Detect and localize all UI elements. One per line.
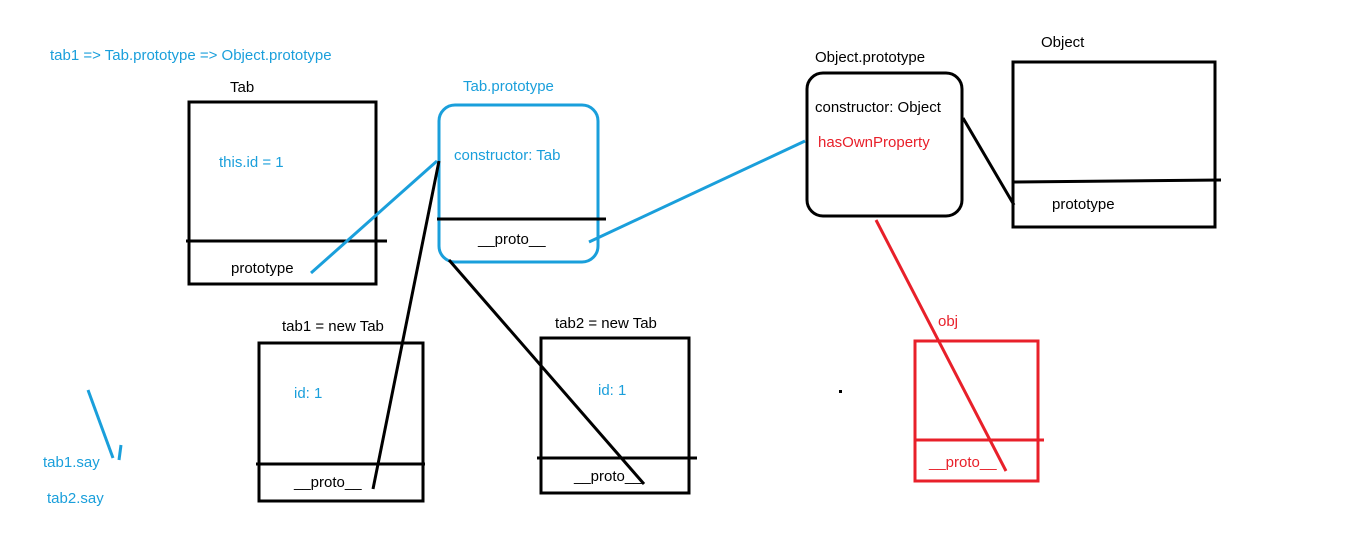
tab-prototype-content: constructor: Tab [454,147,561,164]
tab-box-footer: prototype [231,260,294,277]
tab2-box-footer: __proto__ [574,468,642,485]
tab2-proto-link [447,259,646,485]
tab1-box-frame [257,341,425,503]
obj-box-footer: __proto__ [929,454,997,471]
object-constructor-box [1011,60,1222,229]
tab-box-frame [187,100,378,286]
obj-box-title: obj [938,313,959,330]
object-box-title: Object [1041,34,1085,51]
side-note-tab1-say: tab1.say [43,454,100,471]
tab1-box-title: tab1 = new Tab [282,318,384,335]
object-prototype-content: constructor: Object [815,99,941,116]
tab2-box-title: tab2 = new Tab [555,315,657,332]
prototype-chain-note: tab1 => Tab.prototype => Object.prototyp… [50,47,332,64]
object-prototype-box [805,71,964,218]
tab-prototype-proto-link [588,139,806,244]
stray-dot [839,390,842,393]
object-box-divider [1012,178,1222,184]
side-note-tab2-say: tab2.say [47,490,104,507]
tab-constructor-box [186,100,387,286]
object-prototype-method: hasOwnProperty [818,134,930,151]
tab-prototype-footer: __proto__ [478,231,546,248]
blue-stroke-mark-2 [117,444,123,461]
tab1-instance-box [256,341,425,503]
object-prototype-link [961,117,1016,206]
obj-proto-link [874,219,1008,472]
tab1-box-footer: __proto__ [294,474,362,491]
tab-prototype-link-arrow [310,159,438,275]
object-prototype-title: Object.prototype [815,49,926,66]
object-prototype-frame [805,71,964,218]
tab1-proto-link [371,160,441,490]
tab2-instance-box [537,336,697,495]
object-box-footer: prototype [1052,196,1115,213]
blue-stroke-mark-1 [86,389,115,459]
tab2-box-content: id: 1 [598,382,627,399]
obj-box-frame [913,339,1040,483]
tab-box-title: Tab [230,79,255,96]
tab2-box-frame [539,336,691,495]
tab1-box-content: id: 1 [294,385,323,402]
tab-prototype-box [437,103,606,264]
obj-instance-box [913,339,1044,483]
object-box-frame [1011,60,1217,229]
tab-prototype-frame [437,103,600,264]
tab-prototype-title: Tab.prototype [463,78,554,95]
tab-box-content: this.id = 1 [219,154,284,171]
